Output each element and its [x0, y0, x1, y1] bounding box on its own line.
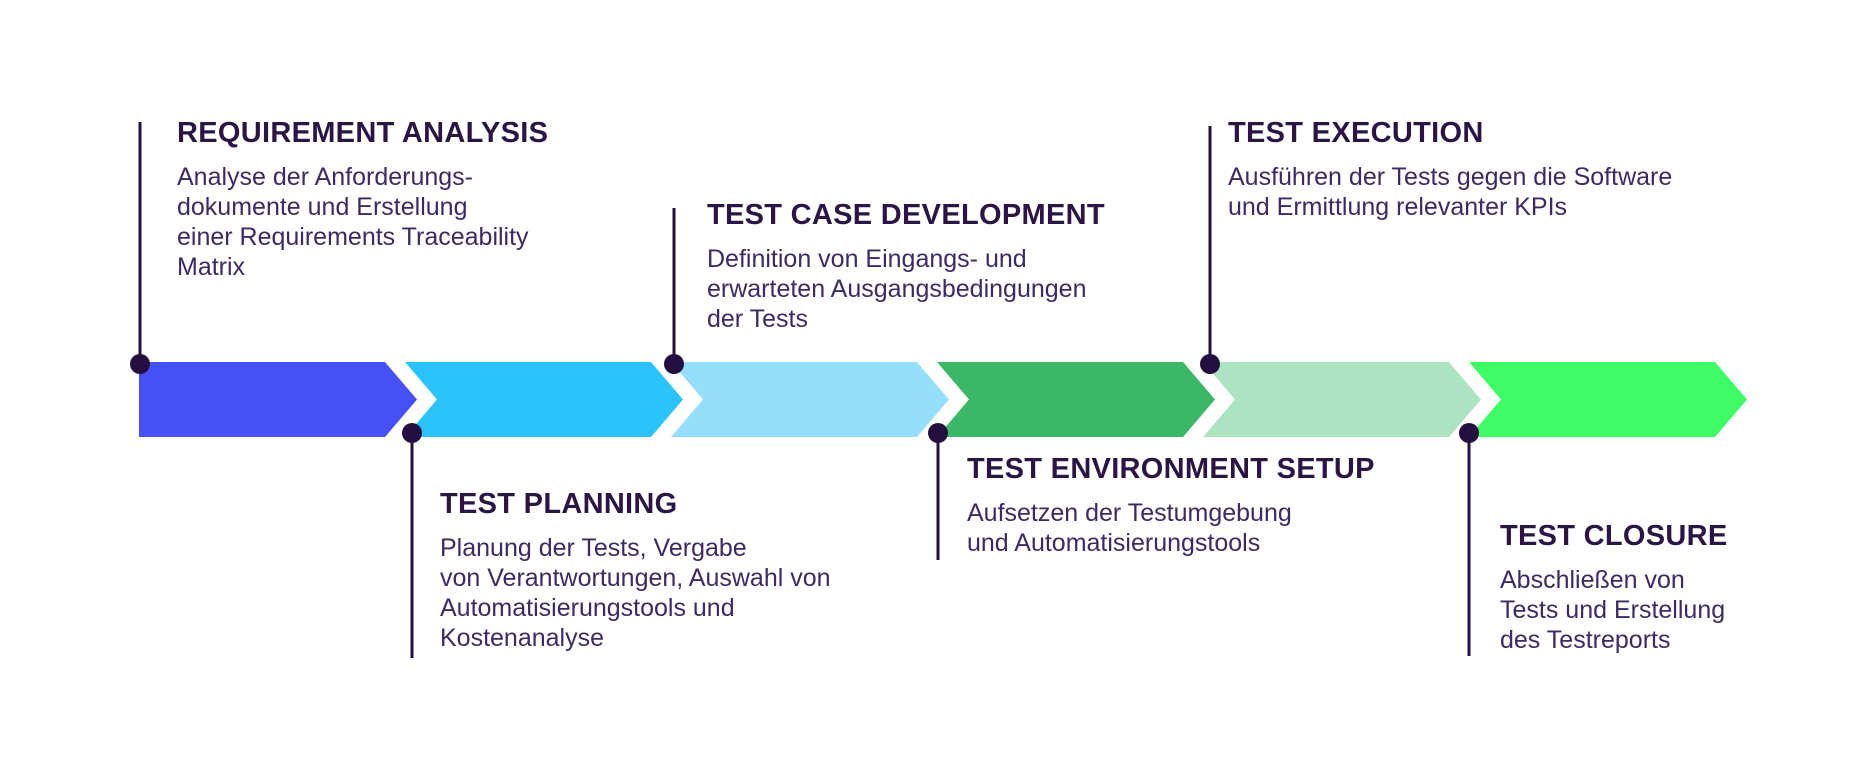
- connector-dot-test-execution: [1200, 354, 1220, 374]
- phase-label-requirement-analysis: REQUIREMENT ANALYSIS Analyse der Anforde…: [177, 116, 548, 282]
- phase-title: REQUIREMENT ANALYSIS: [177, 117, 549, 149]
- phase-arrow-requirement-analysis: [139, 362, 417, 437]
- phase-description: Abschließen von Tests und Erstellung des…: [1500, 566, 1726, 654]
- phase-description: Planung der Tests, Vergabe von Verantwor…: [440, 534, 831, 652]
- phase-title: TEST EXECUTION: [1228, 117, 1484, 149]
- phase-description: Aufsetzen der Testumgebung und Automatis…: [967, 499, 1292, 557]
- phase-label-test-planning: TEST PLANNING Planung der Tests, Vergabe…: [440, 487, 831, 653]
- phase-arrow-test-environment-setup: [937, 362, 1215, 437]
- phase-description: Analyse der Anforderungs- dokumente und …: [177, 163, 529, 281]
- phase-label-test-closure: TEST CLOSURE Abschließen von Tests und E…: [1500, 519, 1728, 655]
- phase-title: TEST CASE DEVELOPMENT: [707, 199, 1105, 231]
- phase-arrow-test-case-development: [671, 362, 949, 437]
- phase-title: TEST ENVIRONMENT SETUP: [967, 453, 1375, 485]
- phase-label-test-environment-setup: TEST ENVIRONMENT SETUP Aufsetzen der Tes…: [967, 452, 1375, 558]
- connector-dot-test-planning: [402, 423, 422, 443]
- phase-arrow-test-execution: [1203, 362, 1481, 437]
- connector-dot-test-closure: [1459, 423, 1479, 443]
- phase-title: TEST PLANNING: [440, 488, 678, 520]
- connector-dot-test-environment-setup: [928, 423, 948, 443]
- phase-label-test-case-development: TEST CASE DEVELOPMENT Definition von Ein…: [707, 198, 1105, 334]
- phase-arrow-test-planning: [405, 362, 683, 437]
- phase-label-test-execution: TEST EXECUTION Ausführen der Tests gegen…: [1228, 116, 1672, 222]
- phase-arrow-test-closure: [1469, 362, 1747, 437]
- connector-dot-requirement-analysis: [130, 354, 150, 374]
- phase-description: Ausführen der Tests gegen die Software u…: [1228, 163, 1673, 221]
- phase-description: Definition von Eingangs- und erwarteten …: [707, 245, 1087, 333]
- phase-title: TEST CLOSURE: [1500, 520, 1728, 552]
- connector-dot-test-case-development: [664, 354, 684, 374]
